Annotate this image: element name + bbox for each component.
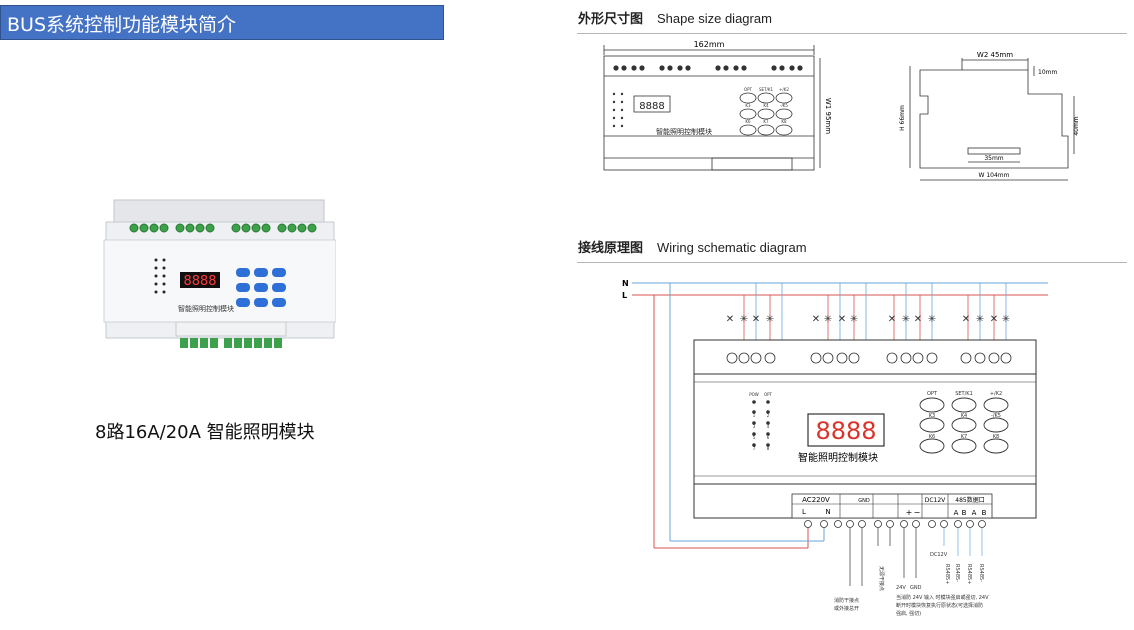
wiring-heading: 接线原理图 Wiring schematic diagram (578, 237, 807, 256)
wiring-led-label: OPT (764, 392, 773, 397)
wiring-led-label: 6 (767, 435, 770, 440)
wiring-btn-label: K4 (961, 413, 967, 419)
product-display: 8888 (183, 274, 216, 289)
wiring-divider (577, 262, 1127, 263)
shape-btn-label: -/K5 (780, 103, 788, 108)
svg-text:✳: ✳ (928, 314, 936, 325)
shape-divider (577, 33, 1127, 34)
shape-title-cn: 外形尺寸图 (578, 12, 644, 27)
svg-text:✕: ✕ (888, 314, 896, 325)
shape-heading: 外形尺寸图 Shape size diagram (578, 8, 772, 27)
svg-text:✕: ✕ (726, 314, 734, 325)
terminal-minus: − (914, 508, 921, 517)
terminal-b: B (982, 509, 987, 517)
label-dry-contact: 无源干接点 (878, 566, 885, 591)
shape-btn-label: +/K2 (779, 87, 789, 92)
label-rs485: RS485- (978, 564, 984, 582)
svg-text:✕: ✕ (962, 314, 970, 325)
label-dc12v: DC12V (930, 552, 948, 558)
wiring-title-cn: 接线原理图 (578, 241, 644, 256)
label-24v: 24V (896, 585, 906, 591)
wiring-led-label: 4 (767, 424, 770, 429)
wiring-btn-label: SET/K1 (955, 391, 973, 397)
label-rs485: RS485+ (966, 564, 972, 584)
terminal-b: B (962, 509, 967, 517)
shape-btn-label: K4 (763, 103, 769, 108)
svg-text:✕: ✕ (838, 314, 846, 325)
terminal-l: L (802, 508, 806, 516)
svg-text:✳: ✳ (740, 314, 748, 325)
wiring-btn-label: -/K5 (991, 413, 1001, 419)
shape-btn-label: K8 (781, 119, 787, 124)
profile-right: 40mm (1073, 116, 1080, 135)
shape-display: 8888 (639, 101, 664, 112)
terminal-dc: DC12V (925, 497, 946, 504)
label-fire-line1: 消防干接点 (834, 597, 859, 604)
wiring-led-label: 1 (753, 413, 756, 418)
label-rs485: RS485- (954, 564, 960, 582)
wiring-schematic: N L ✕ ✳ ✕ ✳ ✕ ✳ ✕ ✳ ✕ ✳ ✕ ✳ ✕ ✳ ✕ ✳ POW 1 3 5 7 (622, 279, 1048, 617)
shape-btn-label: K6 (745, 119, 751, 124)
svg-text:✳: ✳ (824, 314, 832, 325)
shape-btn-label: K7 (763, 119, 769, 124)
shape-size-diagram: 162mm 8888 智能照明控制模块 OPT SET/K1 +/K2 K3 K… (603, 40, 1080, 181)
svg-text:✳: ✳ (766, 314, 774, 325)
wiring-btn-label: K3 (929, 413, 935, 419)
terminal-n: N (825, 508, 830, 516)
wiring-title-en: Wiring schematic diagram (657, 240, 807, 255)
label-note-line2: 断开时模块恢复执行原状态(可选择消防 (896, 602, 983, 609)
section-title-bar: BUS系统控制功能模块简介 (0, 5, 444, 40)
label-note-line3: 强启, 强切) (896, 610, 921, 617)
label-fire-line2: 或外接总开 (834, 605, 859, 612)
shape-title-en: Shape size diagram (657, 11, 772, 26)
wiring-l-label: L (622, 291, 627, 300)
wiring-btn-label: OPT (927, 391, 938, 397)
wiring-btn-label: K6 (929, 434, 935, 440)
terminal-a: A (954, 509, 959, 517)
label-gnd: GND (910, 585, 922, 591)
profile-top: 10mm (1038, 69, 1057, 76)
wiring-led-label: 8 (767, 446, 770, 451)
shape-btn-label: OPT (744, 87, 753, 92)
section-title: BUS系统控制功能模块简介 (7, 14, 237, 36)
svg-text:✳: ✳ (902, 314, 910, 325)
shape-side-label: W1 95mm (824, 98, 832, 134)
product-caption: 8路16A/20A 智能照明模块 (95, 422, 315, 443)
wiring-n-label: N (622, 279, 629, 288)
shape-width-label: 162mm (694, 40, 725, 49)
svg-text:✳: ✳ (850, 314, 858, 325)
svg-text:✕: ✕ (990, 314, 998, 325)
terminal-ac: AC220V (802, 496, 830, 504)
wiring-led-label: POW (749, 392, 759, 397)
terminal-a: A (972, 509, 977, 517)
wiring-btn-label: K7 (961, 434, 967, 440)
profile-w: W 104mm (979, 172, 1010, 179)
wiring-led-label: 5 (753, 435, 756, 440)
wiring-led-label: 7 (753, 446, 756, 451)
terminal-rs: 485数据口 (955, 496, 984, 504)
shape-btn-label: SET/K1 (759, 87, 773, 92)
svg-text:✳: ✳ (976, 314, 984, 325)
terminal-gnd: GND (858, 498, 870, 504)
wiring-display: 8888 (815, 417, 876, 445)
svg-text:✕: ✕ (752, 314, 760, 325)
wiring-panel-label: 智能照明控制模块 (798, 451, 878, 464)
terminal-plus: + (906, 508, 913, 517)
wiring-led-label: 2 (767, 413, 770, 418)
label-rs485: RS485+ (944, 564, 950, 584)
wiring-btn-label: +/K2 (990, 391, 1002, 397)
profile-h: H 66mm (899, 105, 906, 131)
product-panel-label: 智能照明控制模块 (178, 304, 234, 313)
label-note-line1: 当消防 24V 输入 时模块强启或强切, 24V (896, 594, 989, 601)
product-image: 8888 智能照明控制模块 (103, 199, 336, 348)
svg-text:✳: ✳ (1002, 314, 1010, 325)
svg-text:✕: ✕ (812, 314, 820, 325)
shape-panel-label: 智能照明控制模块 (656, 127, 712, 136)
svg-text:✕: ✕ (914, 314, 922, 325)
wiring-btn-label: K8 (993, 434, 999, 440)
profile-w2: W2 45mm (977, 51, 1013, 59)
shape-btn-label: K3 (745, 103, 751, 108)
wiring-led-label: 3 (753, 424, 756, 429)
profile-rail: 35mm (984, 155, 1003, 162)
